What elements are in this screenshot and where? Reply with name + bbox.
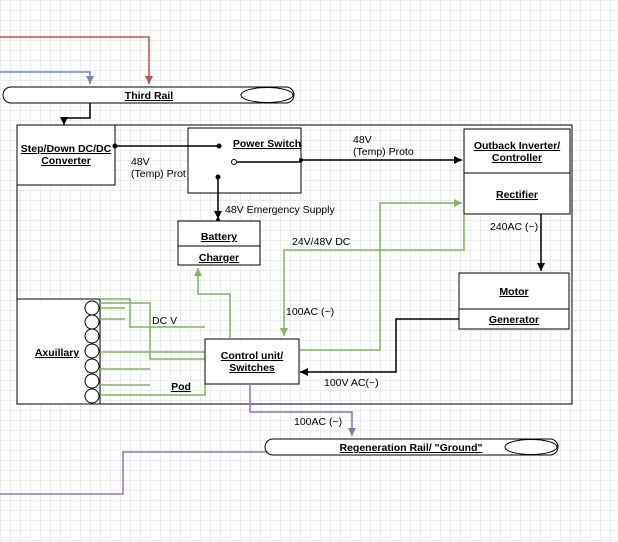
junction-dot-converter: [112, 143, 118, 149]
pod-label: Pod: [171, 381, 191, 393]
auxiliary-connector-circle: [84, 388, 100, 404]
auxiliary-connector-circle: [84, 373, 100, 389]
edge-label-240ac: 240AC (~): [490, 221, 538, 233]
auxiliary-green-lines: [100, 298, 206, 396]
control-unit-box: Control unit/ Switches: [204, 338, 300, 385]
outback-inverter-box: Outback Inverter/ Controller Rectifier: [463, 128, 571, 215]
edge-label-24v-48v-dc: 24V/48V DC: [292, 236, 351, 248]
switch-contact-mid: [231, 159, 237, 165]
power-switch-label: Power Switch: [233, 138, 301, 150]
auxiliary-connector-circle: [84, 358, 100, 374]
regen-to-left-line: [0, 451, 278, 495]
switch-contact-top: [216, 143, 222, 149]
stepdown-label-1: Step/Down DC/DC: [21, 143, 112, 155]
rail-to-converter-line: [60, 103, 91, 125]
power-switch-box: Power Switch: [187, 127, 302, 194]
charger-label: Charger: [199, 252, 239, 264]
control-to-regen-line: [249, 384, 356, 436]
edge-label-48v-emergency: 48V Emergency Supply: [225, 204, 335, 216]
auxiliary-label: Axuillary: [35, 347, 80, 359]
stepdown-converter-box: Step/Down DC/DC Converter: [16, 124, 116, 186]
third-rail: Third Rail: [2, 86, 295, 104]
blue-feed-line: [0, 71, 94, 84]
motor-generator-box: Motor Generator: [458, 272, 570, 330]
edge-label-100ac-left: 100AC (~): [286, 306, 334, 318]
control-to-charger-green: [194, 268, 231, 338]
auxiliary-connectors: [84, 300, 100, 404]
auxiliary-connector-circle: [84, 328, 100, 344]
edge-label-48v-left-1: 48V: [131, 156, 150, 168]
auxiliary-box: Axuillary: [16, 298, 101, 405]
pod-container: [16, 124, 573, 405]
stepdown-label-2: Converter: [41, 155, 91, 167]
control-label-1: Control unit/: [221, 350, 283, 362]
auxiliary-connector-circle: [84, 314, 100, 330]
auxiliary-connector-circle: [84, 343, 100, 359]
junction-dot-switch: [299, 158, 303, 162]
regeneration-rail: Regeneration Rail/ "Ground": [264, 438, 559, 456]
battery-charger-box: Battery Charger: [177, 220, 261, 266]
control-label-2: Switches: [229, 362, 275, 374]
regen-rail-label: Regeneration Rail/ "Ground": [340, 442, 483, 454]
edge-label-48v-top-1: 48V: [353, 134, 372, 146]
rectifier-label: Rectifier: [496, 189, 538, 201]
red-feed-line: [0, 36, 153, 84]
edge-label-dc-v: DC V: [152, 315, 177, 327]
third-rail-label: Third Rail: [125, 90, 174, 102]
edge-label-100v-ac: 100V AC(~): [324, 377, 379, 389]
edge-label-48v-top-2: (Temp) Proto: [353, 146, 414, 158]
generator-label: Generator: [489, 314, 539, 326]
generator-to-control-line: [300, 318, 459, 376]
edge-label-48v-left-2: (Temp) Prot: [131, 168, 186, 180]
outback-to-control-green: [280, 214, 465, 336]
outback-label-1: Outback Inverter/: [474, 140, 560, 152]
edge-label-100ac-regen: 100AC (~): [294, 416, 342, 428]
auxiliary-connector-circle: [84, 300, 100, 316]
motor-label: Motor: [499, 286, 528, 298]
outback-label-2: Controller: [492, 152, 542, 164]
control-to-outback-green: [300, 199, 462, 351]
battery-label: Battery: [201, 231, 237, 243]
